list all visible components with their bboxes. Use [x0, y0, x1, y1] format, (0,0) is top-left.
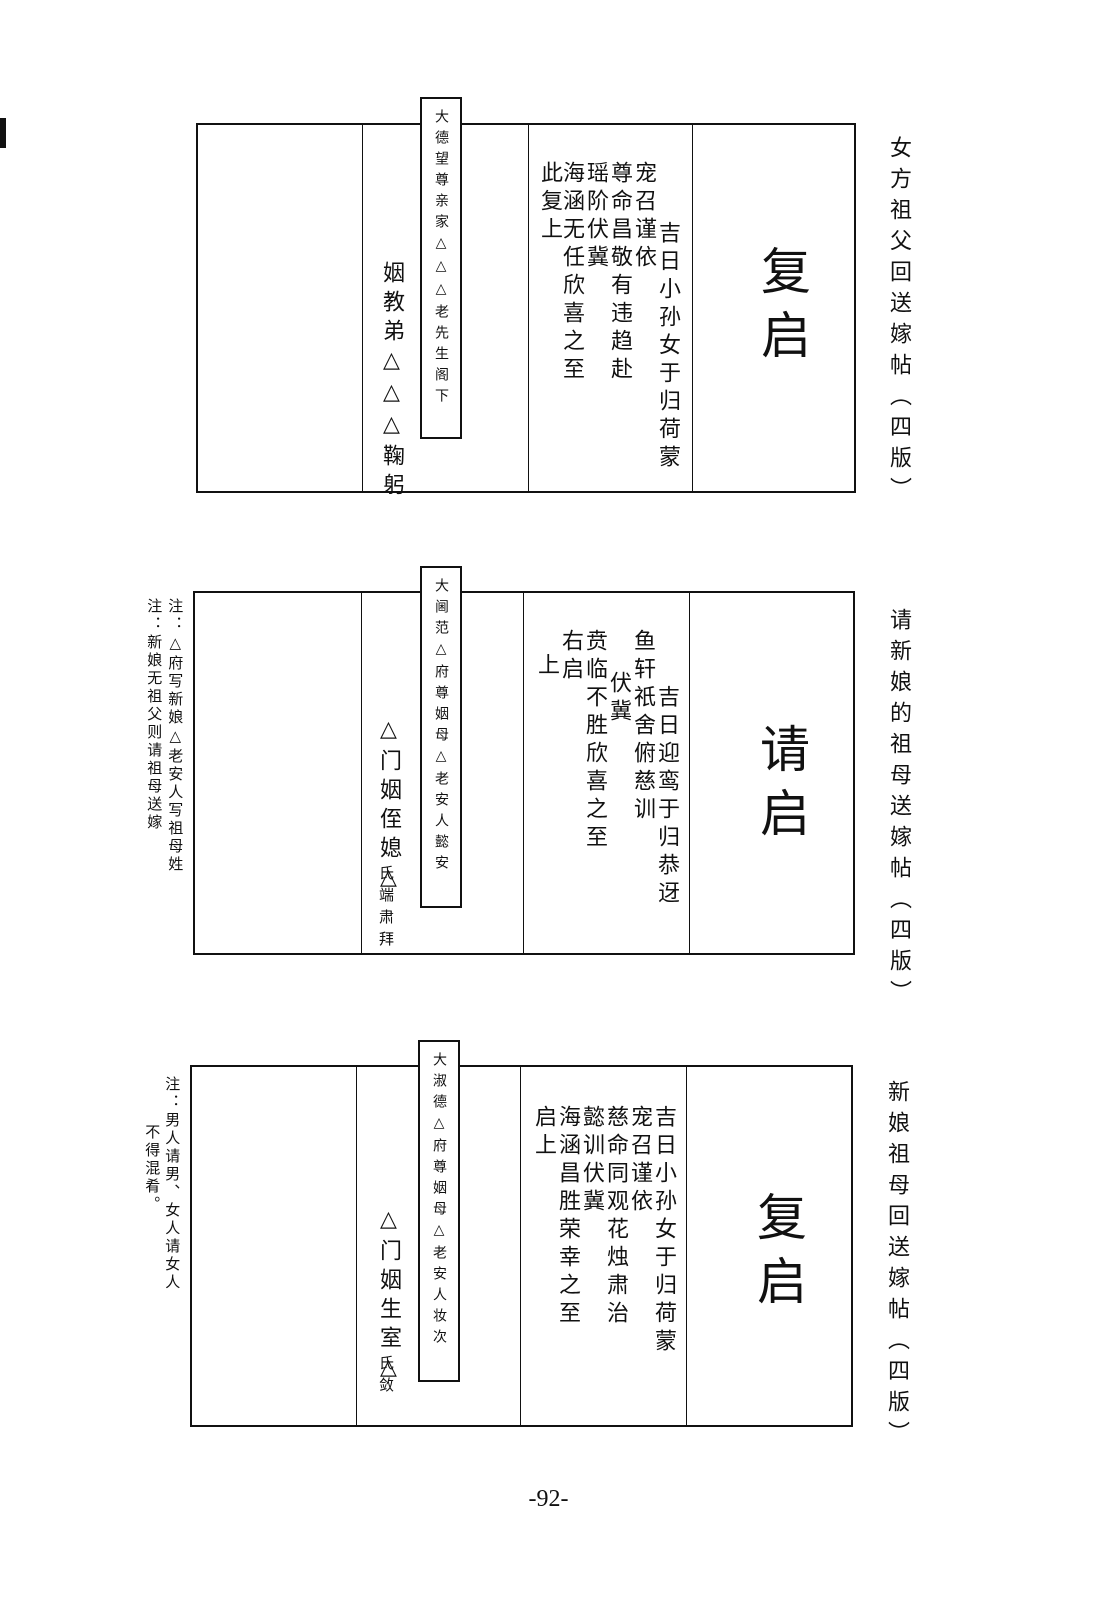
body-column-5: 右启 — [558, 629, 583, 685]
body-column-5: 海涵无任欣喜之至 — [559, 161, 584, 385]
body-column-4: 瑶阶伏冀 — [583, 161, 608, 273]
recipient-tag: 大淑德△府尊姻母△老安人妆次 — [418, 1040, 460, 1382]
column-divider — [362, 125, 363, 491]
body-column-2: 宠召谨依 — [627, 1105, 652, 1217]
note-column-1: 注：男人请男、女人请女人 — [163, 1076, 182, 1292]
scan-mark — [0, 118, 6, 148]
column-divider — [520, 1067, 521, 1425]
body-column-6: 启上 — [531, 1105, 556, 1161]
body-column-2: 宠召谨依 — [631, 161, 656, 273]
recipient-tag: 大阃范△府尊姻母△老安人懿安 — [420, 566, 462, 908]
column-divider — [523, 593, 524, 953]
big-heading: 复启 — [749, 1191, 807, 1319]
signature: 姻教弟△△△鞠躬 — [379, 261, 404, 502]
body-column-2: 鱼轩祇舍俯慈训 — [630, 629, 655, 825]
body-column-6: 上 — [534, 653, 559, 681]
body-column-1: 吉日迎鸾于归恭迓 — [654, 685, 679, 909]
big-heading: 复启 — [753, 245, 811, 373]
body-column-5: 海涵昌胜荣幸之至 — [555, 1105, 580, 1329]
body-column-3: 伏冀 — [606, 671, 631, 727]
body-column-6: 此复上 — [537, 161, 562, 245]
body-column-4: 懿训伏冀 — [579, 1105, 604, 1217]
body-column-1: 吉日小孙女于归荷蒙 — [655, 221, 680, 473]
invitation-card-1: 复启 吉日小孙女于归荷蒙 宠召谨依 尊命昌敬有违趋赴 瑶阶伏冀 海涵无任欣喜之至… — [196, 123, 856, 502]
signature-small: 氏敛 — [377, 1355, 395, 1399]
signature: △门姻侄媳△ — [376, 717, 401, 897]
invitation-card-3: 复启 吉日小孙女于归荷蒙 宠召谨依 慈命同观花烛肃治 懿训伏冀 海涵昌胜荣幸之至… — [190, 1065, 853, 1427]
body-column-1: 吉日小孙女于归荷蒙 — [651, 1105, 676, 1357]
column-divider — [686, 1067, 687, 1425]
column-divider — [361, 593, 362, 953]
note-column-2: 不得混肴。 — [143, 1124, 162, 1214]
body-column-4: 贲临不胜欣喜之至 — [582, 629, 607, 853]
column-divider — [356, 1067, 357, 1425]
big-heading: 请启 — [752, 723, 810, 851]
invitation-card-2: 请启 吉日迎鸾于归恭迓 鱼轩祇舍俯慈训 伏冀 贲临不胜欣喜之至 右启 上 △门姻… — [193, 591, 855, 955]
body-column-3: 尊命昌敬有违趋赴 — [607, 161, 632, 385]
card-title: 女方祖父回送嫁帖（四版） — [886, 136, 911, 508]
note-column-1: 注：△府写新娘△老安人写祖母姓 — [166, 598, 185, 874]
page-number: -92- — [528, 1486, 569, 1512]
signature-small: 氏端肃拜 — [377, 865, 395, 953]
column-divider — [528, 125, 529, 491]
card-title: 请新娘的祖母送嫁帖（四版） — [886, 608, 911, 1011]
recipient-tag: 大德望尊亲家△△△老先生阁下 — [420, 97, 462, 439]
signature: △门姻生室△ — [376, 1207, 401, 1387]
card-title: 新娘祖母回送嫁帖（四版） — [884, 1080, 909, 1452]
column-divider — [689, 593, 690, 953]
column-divider — [692, 125, 693, 491]
body-column-3: 慈命同观花烛肃治 — [603, 1105, 628, 1329]
note-column-2: 注：新娘无祖父则请祖母送嫁 — [145, 598, 164, 832]
